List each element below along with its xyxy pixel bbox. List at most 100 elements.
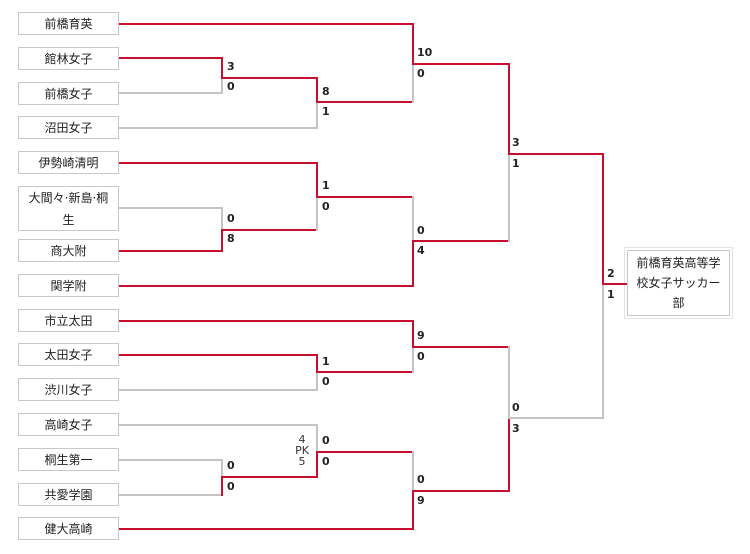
score-qf-tatebayashi: 0 — [417, 67, 425, 80]
team-kyoai-gakuen: 共愛学園 — [18, 483, 119, 506]
line-qf-maebashi — [119, 23, 413, 25]
score-qf-isesaki: 0 — [417, 224, 425, 237]
score-qf-maebashi: 10 — [417, 46, 433, 59]
line-qf-out3 — [412, 346, 509, 348]
team-shodaifu: 商大附 — [18, 239, 119, 262]
line-qf-v1a — [412, 23, 414, 64]
team-kiryu-daiichi: 桐生第一 — [18, 448, 119, 471]
line-r1-kiryu — [119, 459, 222, 461]
score-sf-kendai: 3 — [512, 422, 520, 435]
score-r2-tatebayashi: 8 — [322, 85, 330, 98]
line-r1-out2 — [221, 229, 317, 231]
score-sf-shiritsuota: 0 — [512, 401, 520, 414]
line-r2-v3a — [316, 354, 318, 372]
line-r2-isesaki — [119, 162, 317, 164]
line-sf-v2a — [508, 346, 510, 418]
score-sf-kangaku: 1 — [512, 157, 520, 170]
line-final-va — [602, 153, 604, 284]
line-r2-shibukawa — [119, 389, 317, 391]
line-qf-kangaku — [119, 285, 413, 287]
score-r1-kyoai: 0 — [227, 480, 235, 493]
line-r1-v3a — [221, 459, 223, 477]
team-oomama-niijima-kiryu: 大間々·新島·桐生 — [18, 186, 119, 231]
line-sf-v1a — [508, 63, 510, 154]
team-shiritsu-ota: 市立太田 — [18, 309, 119, 332]
line-sf-v2b — [508, 417, 510, 492]
line-qf-v4b — [412, 490, 414, 530]
line-sf-out2 — [508, 417, 603, 419]
team-ota-joshi: 太田女子 — [18, 343, 119, 366]
team-kendai-takasaki: 健大高崎 — [18, 517, 119, 540]
line-final-out — [602, 283, 627, 285]
line-qf-shiritsuota — [119, 320, 413, 322]
line-r2-v1a — [316, 77, 318, 102]
line-qf-kendai — [119, 528, 413, 530]
line-final-vb — [602, 283, 604, 419]
team-numata-joshi: 沼田女子 — [18, 116, 119, 139]
line-r1-v1a — [221, 57, 223, 78]
score-r2-takasaki: 0 — [322, 434, 330, 447]
score-r2-shodai: 0 — [322, 200, 330, 213]
line-sf-out1 — [508, 153, 603, 155]
line-r1-v2a — [221, 207, 223, 230]
score-qf-kendai: 9 — [417, 494, 425, 507]
line-r1-v2b — [221, 229, 223, 252]
score-r1-shodai: 8 — [227, 232, 235, 245]
champion-box: 前橋育英高等学校女子サッカー部 — [624, 247, 733, 319]
line-r2-takasaki — [119, 424, 317, 426]
line-r2-out4 — [316, 451, 413, 453]
score-r2-shibukawa: 0 — [322, 375, 330, 388]
team-shibukawa-joshi: 渋川女子 — [18, 378, 119, 401]
line-r2-v4a — [316, 424, 318, 452]
line-r2-out1 — [316, 101, 413, 103]
line-r2-ota — [119, 354, 317, 356]
line-r2-v4b — [316, 451, 318, 478]
line-r1-out1 — [221, 77, 317, 79]
pk-score-takasaki: 4 — [298, 433, 306, 446]
team-takasaki-joshi: 高崎女子 — [18, 413, 119, 436]
team-kangakufu: 関学附 — [18, 274, 119, 297]
line-r2-out3 — [316, 371, 413, 373]
line-qf-out4 — [412, 490, 509, 492]
score-r1-oomama: 0 — [227, 212, 235, 225]
line-r2-out2 — [316, 196, 413, 198]
team-maebashi-ikuei: 前橋育英 — [18, 12, 119, 35]
score-r2-numata: 1 — [322, 105, 330, 118]
line-qf-out1 — [412, 63, 509, 65]
line-r1-out3 — [221, 476, 317, 478]
line-r1-oomama — [119, 207, 222, 209]
line-r1-shodai — [119, 250, 222, 252]
line-r1-v1b — [221, 77, 223, 94]
line-r2-v2a — [316, 162, 318, 197]
line-qf-v2b — [412, 240, 414, 287]
pk-score-kyoai: 5 — [298, 455, 306, 468]
line-r2-v2b — [316, 196, 318, 231]
line-qf-out2 — [412, 240, 509, 242]
score-qf-kangaku: 4 — [417, 244, 425, 257]
line-qf-v2a — [412, 196, 414, 241]
pk-label: PK — [295, 444, 309, 457]
score-qf-kyoai: 0 — [417, 473, 425, 486]
line-qf-v3a — [412, 320, 414, 347]
score-qf-ota: 0 — [417, 350, 425, 363]
score-final-kendai: 1 — [607, 288, 615, 301]
score-qf-shiritsuota: 9 — [417, 329, 425, 342]
line-r1-tatebayashi — [119, 57, 222, 59]
score-r1-kiryu: 0 — [227, 459, 235, 472]
score-r2-isesaki: 1 — [322, 179, 330, 192]
team-tatebayashi-joshi: 館林女子 — [18, 47, 119, 70]
line-qf-v4a — [412, 451, 414, 491]
score-final-maebashi: 2 — [607, 267, 615, 280]
score-r1-tatebayashi: 3 — [227, 60, 235, 73]
line-r2-numata — [119, 127, 317, 129]
line-r2-v1b — [316, 101, 318, 129]
score-sf-maebashi: 3 — [512, 136, 520, 149]
line-qf-v1b — [412, 63, 414, 103]
line-r1-maebashij — [119, 92, 222, 94]
score-r1-maebashij: 0 — [227, 80, 235, 93]
line-qf-v3b — [412, 346, 414, 373]
team-isesaki-seimei: 伊勢崎清明 — [18, 151, 119, 174]
line-sf-v1b — [508, 153, 510, 242]
score-r2-kyoai: 0 — [322, 455, 330, 468]
